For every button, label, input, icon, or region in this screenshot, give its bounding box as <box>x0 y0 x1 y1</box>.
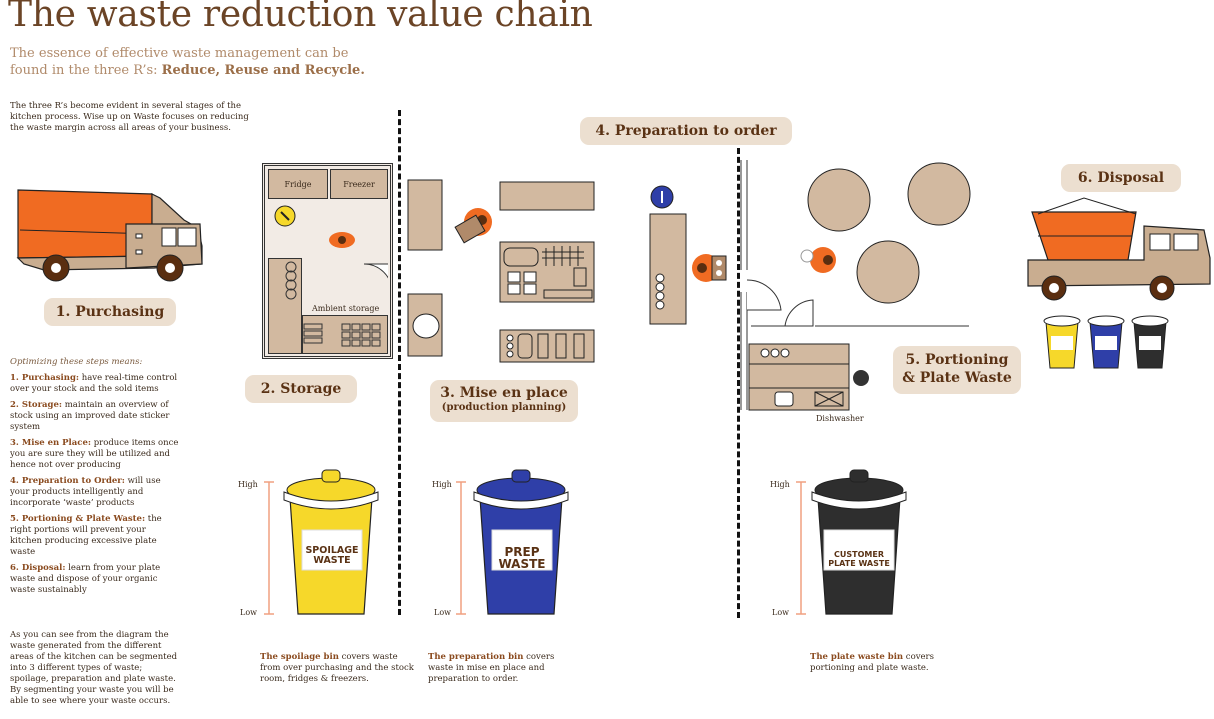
blue-bin-icon <box>473 469 569 615</box>
list-item: 4. Preparation to Order: will use your p… <box>10 476 180 509</box>
caption-text: covers portioning and plate waste. <box>810 652 934 673</box>
scale-low-label: Low <box>434 608 451 617</box>
stage-3-mise-en-place: 3. Mise en place(production planning) <box>430 380 578 422</box>
list-item: 5. Portioning & Plate Waste: the right p… <box>10 514 180 558</box>
item-text: have real-time control over your stock a… <box>10 373 178 394</box>
caption-bold: The spoilage bin <box>260 652 339 662</box>
intro-text: The three R’s become evident in several … <box>10 101 249 133</box>
item-label: 5. Portioning & Plate Waste: <box>10 514 146 524</box>
zone-divider <box>737 148 740 618</box>
stage-5-label: 5. Portioning <box>905 352 1009 368</box>
mise-en-place-plan-icon <box>407 179 595 363</box>
list-item: 1. Purchasing: have real-time control ov… <box>10 373 180 395</box>
scale-low-label: Low <box>240 608 257 617</box>
stage-4-preparation: 4. Preparation to order <box>580 117 792 145</box>
storage-details-icon <box>274 205 388 347</box>
storage-shelf-bottom <box>302 315 388 354</box>
stage-5-portioning: 5. Portioning & Plate Waste <box>893 346 1021 394</box>
ambient-storage-label: Ambient storage <box>312 304 380 313</box>
scale-bar <box>796 481 806 615</box>
stage-2-storage: 2. Storage <box>245 375 357 403</box>
delivery-truck-icon <box>16 189 203 282</box>
freezer: Freezer <box>330 169 388 199</box>
subtitle-text: The essence of effective waste managemen… <box>10 46 349 78</box>
black-bin-icon <box>811 469 907 615</box>
list-item: 3. Mise en Place: produce items once you… <box>10 438 180 471</box>
dining-room-plan-icon <box>740 160 971 411</box>
caption-bold: The preparation bin <box>428 652 524 662</box>
item-label: 1. Purchasing: <box>10 373 80 383</box>
bin-label-line2: WASTE <box>498 557 546 571</box>
item-text: the right portions will prevent your kit… <box>10 514 162 557</box>
stage-1-purchasing: 1. Purchasing <box>44 298 176 326</box>
plate-caption: The plate waste bin covers portioning an… <box>810 652 955 674</box>
storage-shelf-left <box>268 258 302 354</box>
mini-bins-icon <box>1043 315 1169 369</box>
yellow-bin-icon <box>283 469 379 615</box>
subtitle: The essence of effective waste managemen… <box>10 45 390 79</box>
outro-text: As you can see from the diagram the wast… <box>10 630 178 706</box>
caption-text: covers waste from over purchasing and th… <box>260 652 414 684</box>
scale-high-label: High <box>238 480 258 489</box>
prep-station-icon <box>649 185 727 325</box>
spoilage-caption: The spoilage bin covers waste from over … <box>260 652 415 685</box>
bin-label-line1: PREP <box>504 545 540 559</box>
item-text: will use your products intelligently and… <box>10 476 161 508</box>
bin-label-line2: WASTE <box>313 555 351 566</box>
page-title: The waste reduction value chain <box>8 0 593 35</box>
scale-low-label: Low <box>772 608 789 617</box>
item-text: maintain an overview of stock using an i… <box>10 400 170 432</box>
scale-bar <box>456 481 466 615</box>
scale-high-label: High <box>770 480 790 489</box>
stage-5-label2: & Plate Waste <box>902 370 1012 386</box>
subtitle-bold: Reduce, Reuse and Recycle. <box>161 63 365 78</box>
item-text: learn from your plate waste and dispose … <box>10 563 161 595</box>
stage-6-disposal: 6. Disposal <box>1061 164 1181 192</box>
bin-label-line2: PLATE WASTE <box>828 559 890 568</box>
optimizing-heading: Optimizing these steps means: <box>10 357 143 367</box>
dishwasher-label: Dishwasher <box>816 414 864 423</box>
item-label: 3. Mise en Place: <box>10 438 92 448</box>
item-label: 6. Disposal: <box>10 563 66 573</box>
caption-text: covers waste in mise en place and prepar… <box>428 652 555 684</box>
item-text: produce items once you are sure they wil… <box>10 438 179 470</box>
scale-high-label: High <box>432 480 452 489</box>
bin-label-line1: CUSTOMER <box>834 550 884 559</box>
fridge: Fridge <box>268 169 328 199</box>
list-item: 2. Storage: maintain an overview of stoc… <box>10 400 180 433</box>
prep-caption: The preparation bin covers waste in mise… <box>428 652 568 685</box>
zone-divider <box>398 110 401 615</box>
stage-3-label: 3. Mise en place <box>440 385 568 401</box>
list-item: 6. Disposal: learn from your plate waste… <box>10 563 180 596</box>
bin-label-line1: SPOILAGE <box>305 545 359 556</box>
caption-bold: The plate waste bin <box>810 652 904 662</box>
item-label: 4. Preparation to Order: <box>10 476 125 486</box>
waste-truck-icon <box>1027 197 1211 301</box>
item-label: 2. Storage: <box>10 400 63 410</box>
optimizing-list: 1. Purchasing: have real-time control ov… <box>10 373 180 601</box>
stage-3-sub: (production planning) <box>441 402 567 413</box>
scale-bar <box>264 481 274 615</box>
